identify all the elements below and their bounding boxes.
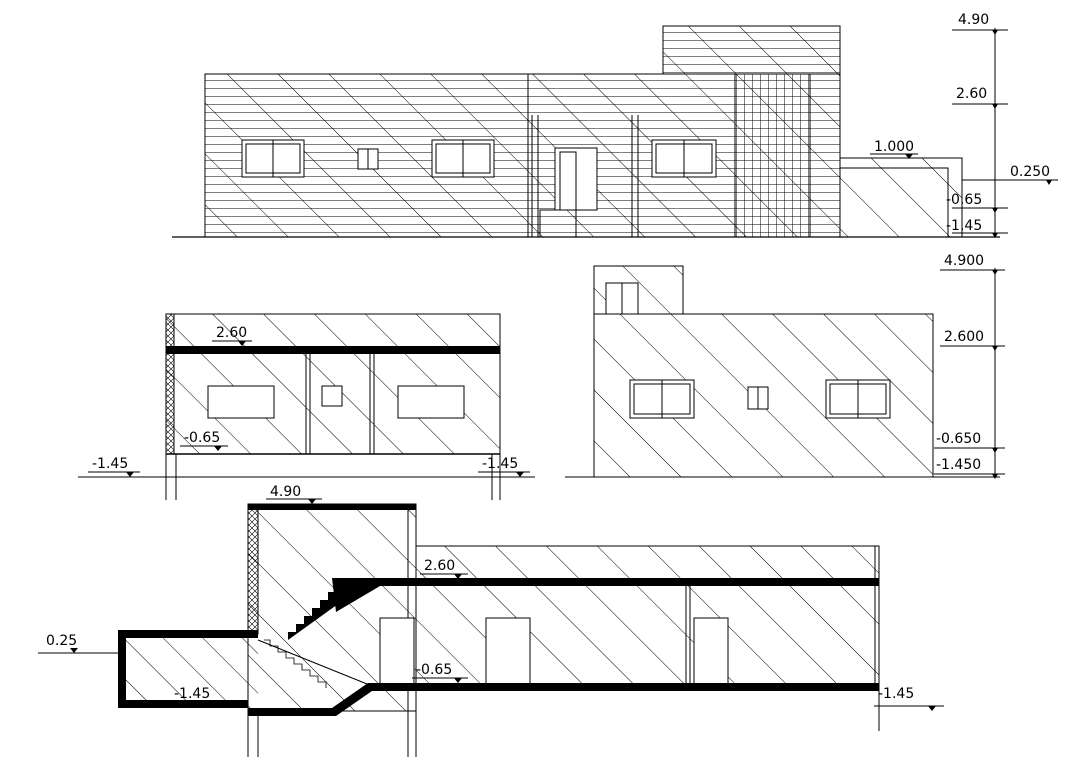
- level-label: -0.65: [416, 662, 452, 678]
- door: [693, 617, 729, 688]
- level-label: -0.650: [936, 431, 981, 447]
- level-label: 2.60: [424, 558, 455, 574]
- window: [321, 385, 343, 407]
- window: [357, 148, 379, 170]
- slab: [166, 346, 500, 354]
- section-body: [165, 313, 501, 455]
- level-label: -1.45: [946, 218, 982, 234]
- level-label: 2.60: [216, 325, 247, 341]
- level-label: 4.90: [958, 12, 989, 28]
- door: [379, 617, 415, 688]
- level-label: 0.25: [46, 633, 77, 649]
- level-label: -1.45: [878, 686, 914, 702]
- window: [629, 379, 695, 419]
- window: [431, 139, 495, 178]
- door: [539, 147, 598, 238]
- low-block: [118, 630, 258, 708]
- window: [397, 385, 465, 419]
- low-block: [839, 157, 963, 238]
- level-label: 4.900: [944, 253, 984, 269]
- window: [651, 139, 717, 178]
- level-label: 0.250: [1010, 164, 1050, 180]
- section-body: [415, 545, 880, 688]
- level-label: -1.45: [482, 456, 518, 472]
- level-label: -1.45: [174, 686, 210, 702]
- slab: [332, 578, 879, 612]
- window: [747, 386, 769, 410]
- level-label: -0.65: [184, 430, 220, 446]
- cross-section-left: 2.60 -0.65 -1.45 -1.45: [78, 313, 535, 500]
- window: [241, 139, 305, 178]
- staircase: [257, 586, 373, 688]
- vertical-battens: [734, 73, 811, 238]
- front-elevation: 4.90 2.60 1.000 0.250 -0.65 -1.45: [172, 12, 1058, 238]
- level-label: 1.000: [874, 139, 914, 155]
- level-label: -1.450: [936, 457, 981, 473]
- door: [485, 617, 531, 688]
- side-elevation: 4.900 2.600 -0.650 -1.450: [565, 253, 1005, 479]
- level-label: -0.65: [946, 192, 982, 208]
- longitudinal-section: 4.90 2.60 -0.65 0.25 -1: [38, 484, 944, 757]
- level-label: 2.60: [956, 86, 987, 102]
- level-label: 4.90: [270, 484, 301, 500]
- level-label: -1.45: [92, 456, 128, 472]
- window: [825, 379, 891, 419]
- level-label: 2.600: [944, 329, 984, 345]
- window: [207, 385, 275, 419]
